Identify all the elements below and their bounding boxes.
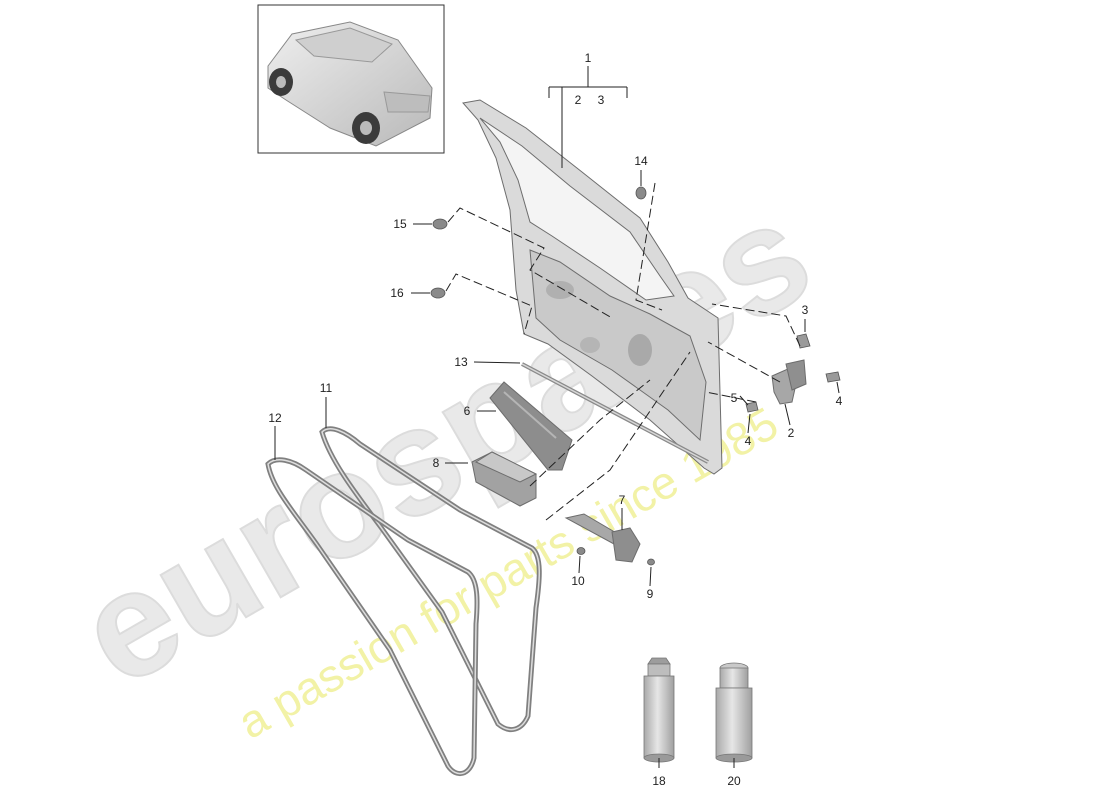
callouts: 1 2 3 14 15 16 13 11 6 12 8 7 10 9 3 5 4… xyxy=(268,51,842,788)
callout-4-left: 4 xyxy=(745,434,752,448)
callout-7: 7 xyxy=(619,493,626,507)
leader-lines xyxy=(274,66,840,768)
callout-13: 13 xyxy=(454,355,468,369)
callout-18: 18 xyxy=(652,774,666,788)
door-check-strap-icon xyxy=(564,513,655,566)
assembly-dash-lines xyxy=(445,182,801,521)
callout-8: 8 xyxy=(433,456,440,470)
callout-16: 16 xyxy=(390,286,404,300)
weatherstrip-icon xyxy=(521,362,709,464)
bracket-icon xyxy=(471,451,538,507)
callout-12: 12 xyxy=(268,411,282,425)
callout-11: 11 xyxy=(320,381,333,395)
callout-20: 20 xyxy=(727,774,741,788)
callout-9: 9 xyxy=(647,587,654,601)
door-hinge-icon xyxy=(745,359,841,413)
callout-1: 1 xyxy=(585,51,592,65)
clip-icon-14 xyxy=(635,186,647,200)
callout-3-top: 3 xyxy=(598,93,605,107)
cartridge-tube-icon-18 xyxy=(643,657,675,763)
cartridge-tube-icon-20 xyxy=(715,662,753,763)
clip-icon-15 xyxy=(432,218,448,230)
bolt-icon-3 xyxy=(796,333,811,349)
callout-3: 3 xyxy=(802,303,809,317)
callout-14: 14 xyxy=(634,154,648,168)
vehicle-thumbnail-icon xyxy=(257,4,445,154)
callout-5: 5 xyxy=(731,391,738,405)
callout-10: 10 xyxy=(571,574,585,588)
callout-2-top: 2 xyxy=(575,93,582,107)
callout-6: 6 xyxy=(464,404,471,418)
callout-2: 2 xyxy=(788,426,795,440)
callout-4-right: 4 xyxy=(836,394,843,408)
callout-15: 15 xyxy=(393,217,407,231)
door-seal-icon xyxy=(265,426,542,776)
foam-pad-icon xyxy=(489,381,573,471)
clip-icon-16 xyxy=(430,287,446,299)
